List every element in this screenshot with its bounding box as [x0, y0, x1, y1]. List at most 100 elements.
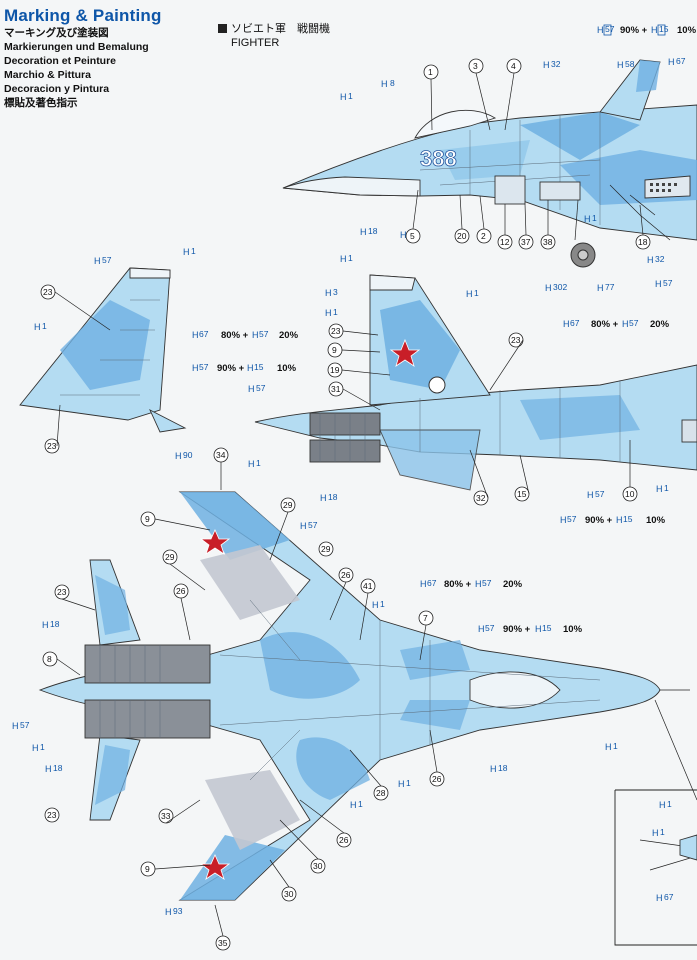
callout-9-a: 9: [327, 342, 343, 358]
svg-text:26: 26: [432, 774, 442, 784]
svg-text:32: 32: [551, 59, 561, 69]
svg-text:1: 1: [664, 483, 669, 493]
svg-text:57: 57: [102, 255, 112, 265]
svg-text:18: 18: [53, 763, 63, 773]
svg-text:57: 57: [485, 623, 495, 633]
svg-text:80% +: 80% +: [591, 319, 619, 330]
svg-text:57: 57: [605, 24, 615, 34]
svg-text:10: 10: [625, 489, 635, 499]
callout-numbers: 1 3 4 5 20 2 12 37 38 18 23 23 23 23 9 1…: [40, 58, 651, 951]
svg-text:57: 57: [259, 329, 269, 339]
callout-7: 7: [418, 610, 434, 626]
svg-text:H: H: [248, 459, 255, 469]
svg-text:H: H: [563, 319, 570, 329]
svg-text:32: 32: [655, 254, 665, 264]
svg-text:38: 38: [543, 237, 553, 247]
callout-26-d: 26: [336, 832, 352, 848]
svg-text:90% +: 90% +: [503, 624, 531, 635]
svg-text:23: 23: [47, 441, 57, 451]
callout-23-c: 23: [328, 323, 344, 339]
svg-text:10%: 10%: [646, 515, 666, 526]
svg-text:H: H: [252, 330, 259, 340]
callout-10: 10: [622, 486, 638, 502]
callout-2: 2: [476, 228, 492, 244]
callout-41: 41: [360, 578, 376, 594]
svg-text:1: 1: [42, 321, 47, 331]
svg-text:57: 57: [595, 489, 605, 499]
mix-label-top: H 57 90% + H 15 10%: [597, 24, 697, 36]
svg-text:18: 18: [368, 226, 378, 236]
header-role: FIGHTER: [231, 37, 280, 49]
callout-26-a: 26: [338, 567, 354, 583]
svg-text:H: H: [360, 227, 367, 237]
svg-text:57: 57: [567, 514, 577, 524]
svg-text:31: 31: [331, 384, 341, 394]
svg-text:H: H: [605, 742, 612, 752]
svg-text:18: 18: [638, 237, 648, 247]
callout-30-b: 30: [281, 886, 297, 902]
callout-28: 28: [373, 785, 389, 801]
svg-text:29: 29: [283, 500, 293, 510]
svg-text:1: 1: [613, 741, 618, 751]
svg-text:20%: 20%: [279, 330, 299, 341]
svg-text:H: H: [340, 254, 347, 264]
svg-text:8: 8: [390, 78, 395, 88]
svg-text:H: H: [325, 288, 332, 298]
svg-text:15: 15: [254, 362, 264, 372]
svg-text:H: H: [248, 384, 255, 394]
svg-text:23: 23: [47, 810, 57, 820]
square-bullet-icon: [218, 24, 227, 33]
svg-text:80% +: 80% +: [444, 579, 472, 590]
svg-text:H: H: [617, 60, 624, 70]
svg-text:20%: 20%: [503, 579, 523, 590]
title-chinese: 標貼及著色指示: [4, 97, 78, 109]
svg-text:32: 32: [476, 493, 486, 503]
svg-text:23: 23: [331, 326, 341, 336]
callout-4: 4: [506, 58, 522, 74]
callout-9-c: 9: [140, 861, 156, 877]
callout-23-b: 23: [44, 438, 60, 454]
svg-text:23: 23: [57, 587, 67, 597]
title-french: Decoration et Peinture: [4, 55, 117, 67]
svg-text:29: 29: [165, 552, 175, 562]
svg-text:26: 26: [339, 835, 349, 845]
fin-view-left: [19, 267, 187, 433]
svg-text:33: 33: [161, 811, 171, 821]
svg-text:1: 1: [191, 246, 196, 256]
callout-29-b: 29: [318, 541, 334, 557]
svg-text:H: H: [320, 493, 327, 503]
svg-text:H: H: [247, 363, 254, 373]
svg-text:H: H: [622, 319, 629, 329]
callout-37: 37: [518, 234, 534, 250]
svg-text:1: 1: [333, 307, 338, 317]
callout-12: 12: [497, 234, 513, 250]
svg-text:67: 67: [676, 56, 686, 66]
svg-text:H: H: [381, 79, 388, 89]
svg-text:41: 41: [363, 581, 373, 591]
svg-text:18: 18: [50, 619, 60, 629]
svg-text:H: H: [584, 214, 591, 224]
svg-text:H: H: [656, 484, 663, 494]
svg-text:H: H: [42, 620, 49, 630]
svg-text:67: 67: [427, 578, 437, 588]
